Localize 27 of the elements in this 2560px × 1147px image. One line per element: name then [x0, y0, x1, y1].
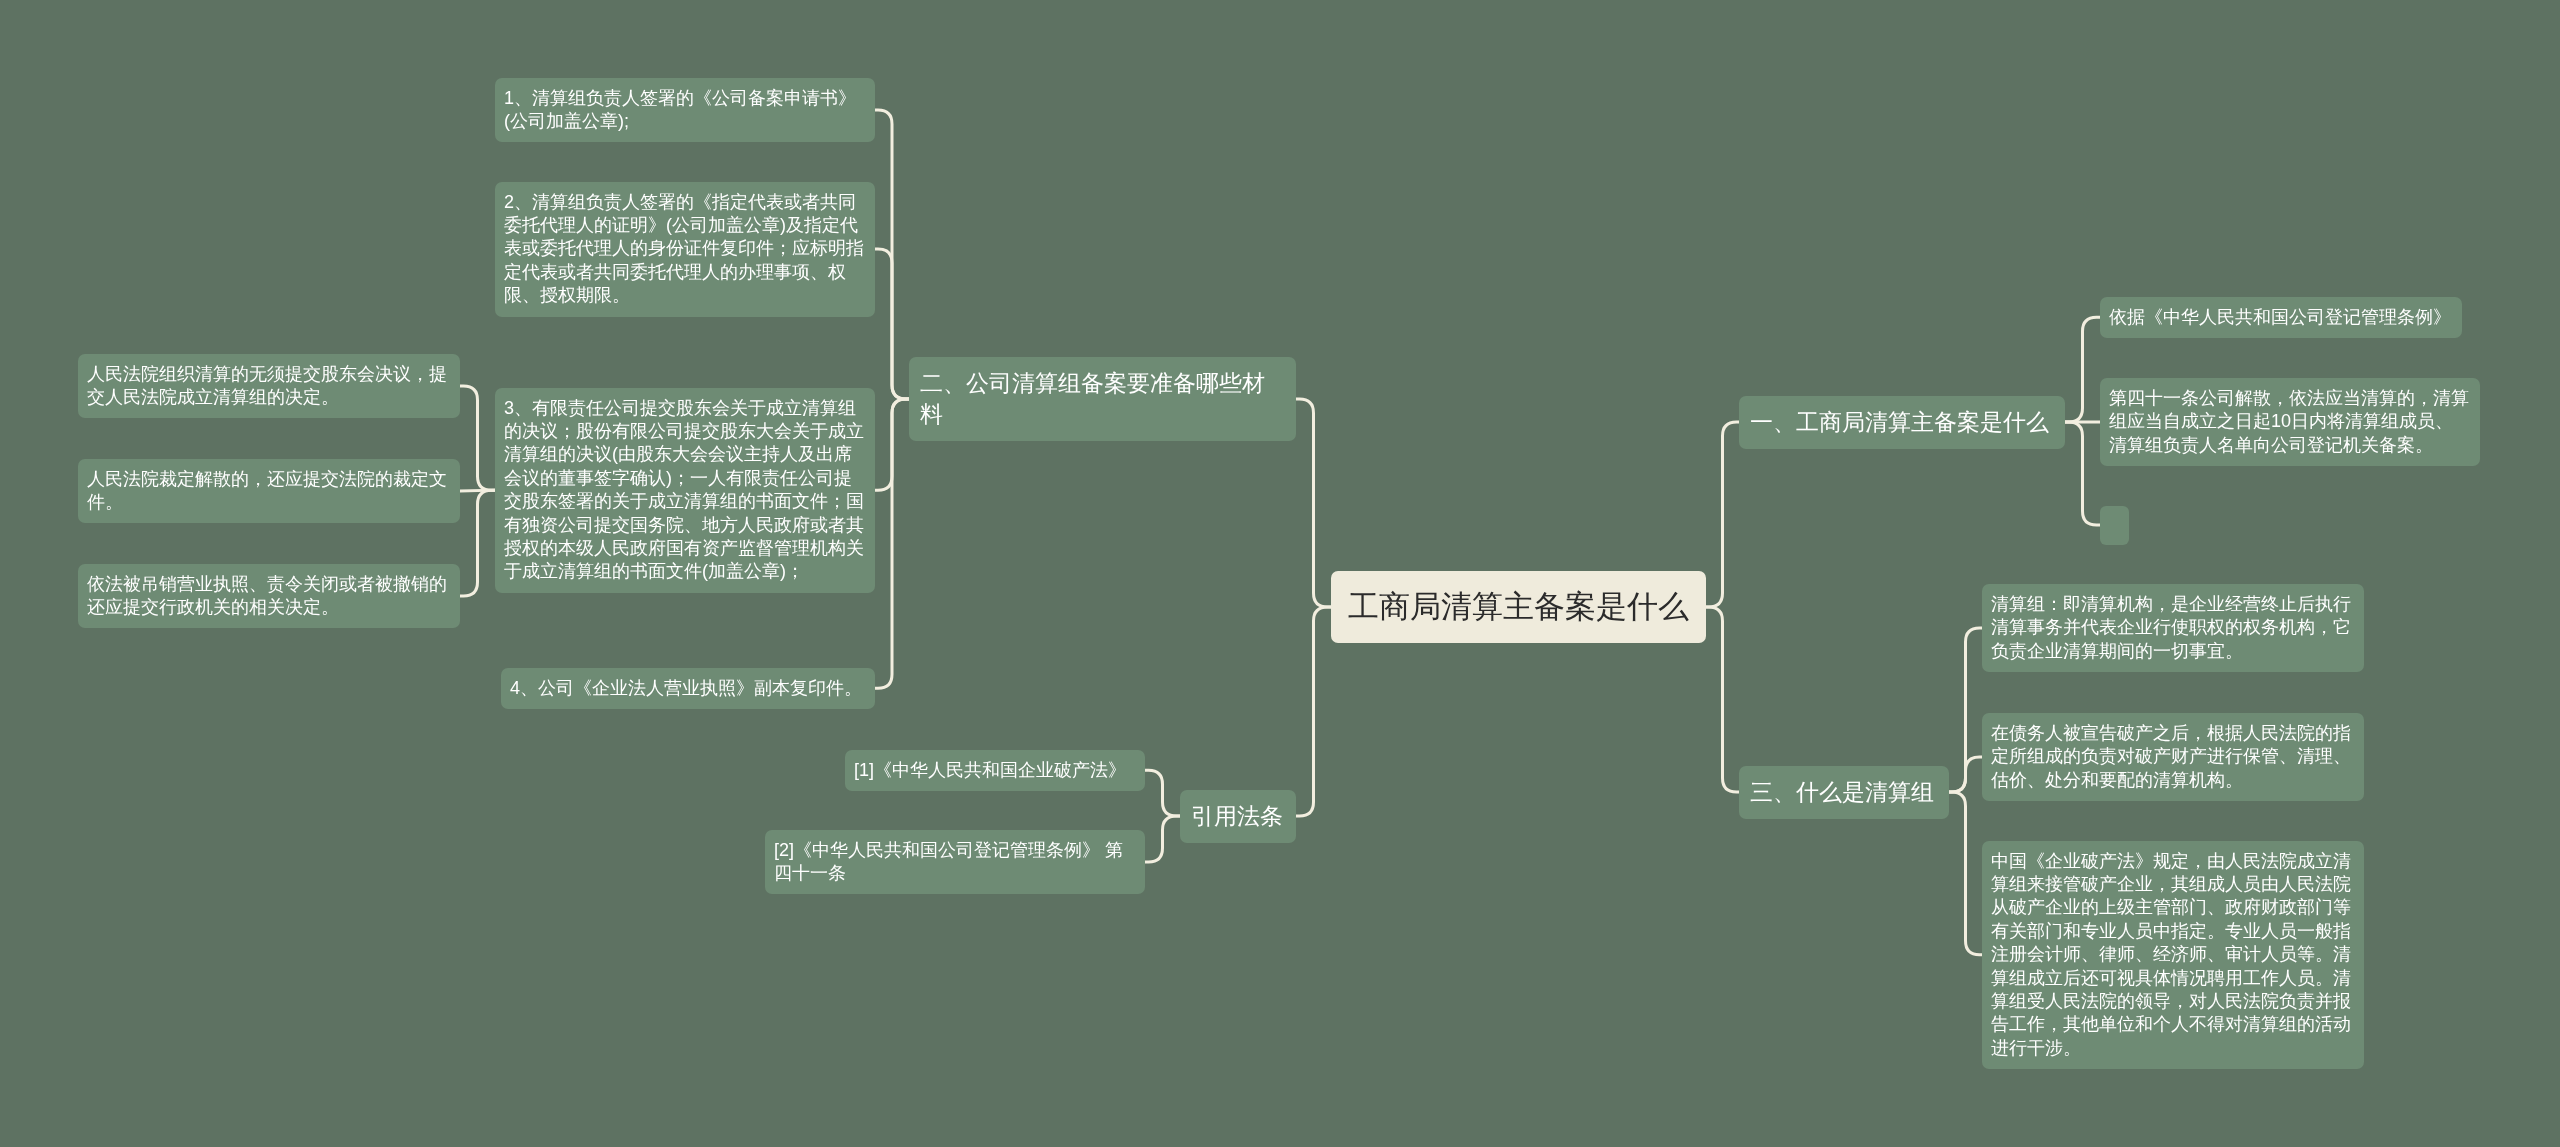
subtopic-box: 3、有限责任公司提交股东会关于成立清算组的决议；股份有限公司提交股东大会关于成立清算组的决议(由股东大会会议主持人及出席会议的董事签字确认)；一人有限责任公司提交股东签署的关于成立清算组的书面文件；国有独资公司提交国务院、地方人民政府或者其授权的本级人民政府国有资产监督管理机构关于成立清算组的书面文件(加盖公章)；	[495, 387, 875, 593]
subtopic-box: 第四十一条公司解散，依法应当清算的，清算组应当自成立之日起10日内将清算组成员、清算组负责人名单向公司登记机关备案。	[2100, 378, 2480, 467]
connector-line	[1947, 790, 1984, 957]
connector-line	[1294, 605, 1333, 818]
topic-box: 引用法条	[1180, 789, 1296, 843]
subtopic-box: 中国《企业破产法》规定，由人民法院成立清算组来接管破产企业，其组成人员由人民法院从破产企业的上级主管部门、政府财政部门等有关部门和专业人员中指定。专业人员一般指注册会计师、律师、经济师、审计人员等。清算组成立后还可视具体情况聘用工作人员。清算组受人民法院的领导，对人民法院负责并报告工作，其他单位和个人不得对清算组的活动进行干涉。	[1982, 840, 2364, 1070]
subtopic-box: 1、清算组负责人签署的《公司备案申请书》(公司加盖公章);	[495, 77, 875, 143]
topic-box: 三、什么是清算组	[1739, 765, 1949, 819]
central-topic-box: 工商局清算主备案是什么	[1331, 571, 1706, 643]
empty-topic-box	[2100, 505, 2129, 545]
topic-box: 一、工商局清算主备案是什么	[1739, 395, 2065, 449]
connector-line	[2063, 420, 2102, 527]
topic-box: 二、公司清算组备案要准备哪些材料	[909, 357, 1296, 441]
subtopic-box: [1]《中华人民共和国企业破产法》	[845, 749, 1145, 791]
subtopic-box: 在债务人被宣告破产之后，根据人民法院的指定所组成的负责对破产财产进行保管、清理、估价、处分和要配的清算机构。	[1982, 713, 2364, 802]
connector-line	[458, 488, 497, 598]
connector-line	[873, 397, 911, 690]
subtopic-box: 依据《中华人民共和国公司登记管理条例》	[2100, 296, 2462, 338]
subtopic-box: 清算组：即清算机构，是企业经营终止后执行清算事务并代表企业行使职权的权务机构，它负责企业清算期间的一切事宜。	[1982, 584, 2364, 673]
subtopic-box: [2]《中华人民共和国公司登记管理条例》 第四十一条	[765, 829, 1145, 895]
connector-line	[1143, 814, 1182, 864]
subtopic-box: 人民法院组织清算的无须提交股东会决议，提交人民法院成立清算组的决定。	[78, 353, 460, 419]
subtopic-box: 2、清算组负责人签署的《指定代表或者共同委托代理人的证明》(公司加盖公章)及指定代表或委托代理人的身份证件复印件；应标明指定代表或者共同委托代理人的办理事项、权限、授权期限。	[495, 181, 875, 317]
subtopic-box: 人民法院裁定解散的，还应提交法院的裁定文件。	[78, 458, 460, 524]
subtopic-box: 依法被吊销营业执照、责令关闭或者被撤销的还应提交行政机关的相关决定。	[78, 563, 460, 629]
subtopic-box: 4、公司《企业法人营业执照》副本复印件。	[501, 667, 875, 709]
connector-line	[1704, 605, 1741, 794]
